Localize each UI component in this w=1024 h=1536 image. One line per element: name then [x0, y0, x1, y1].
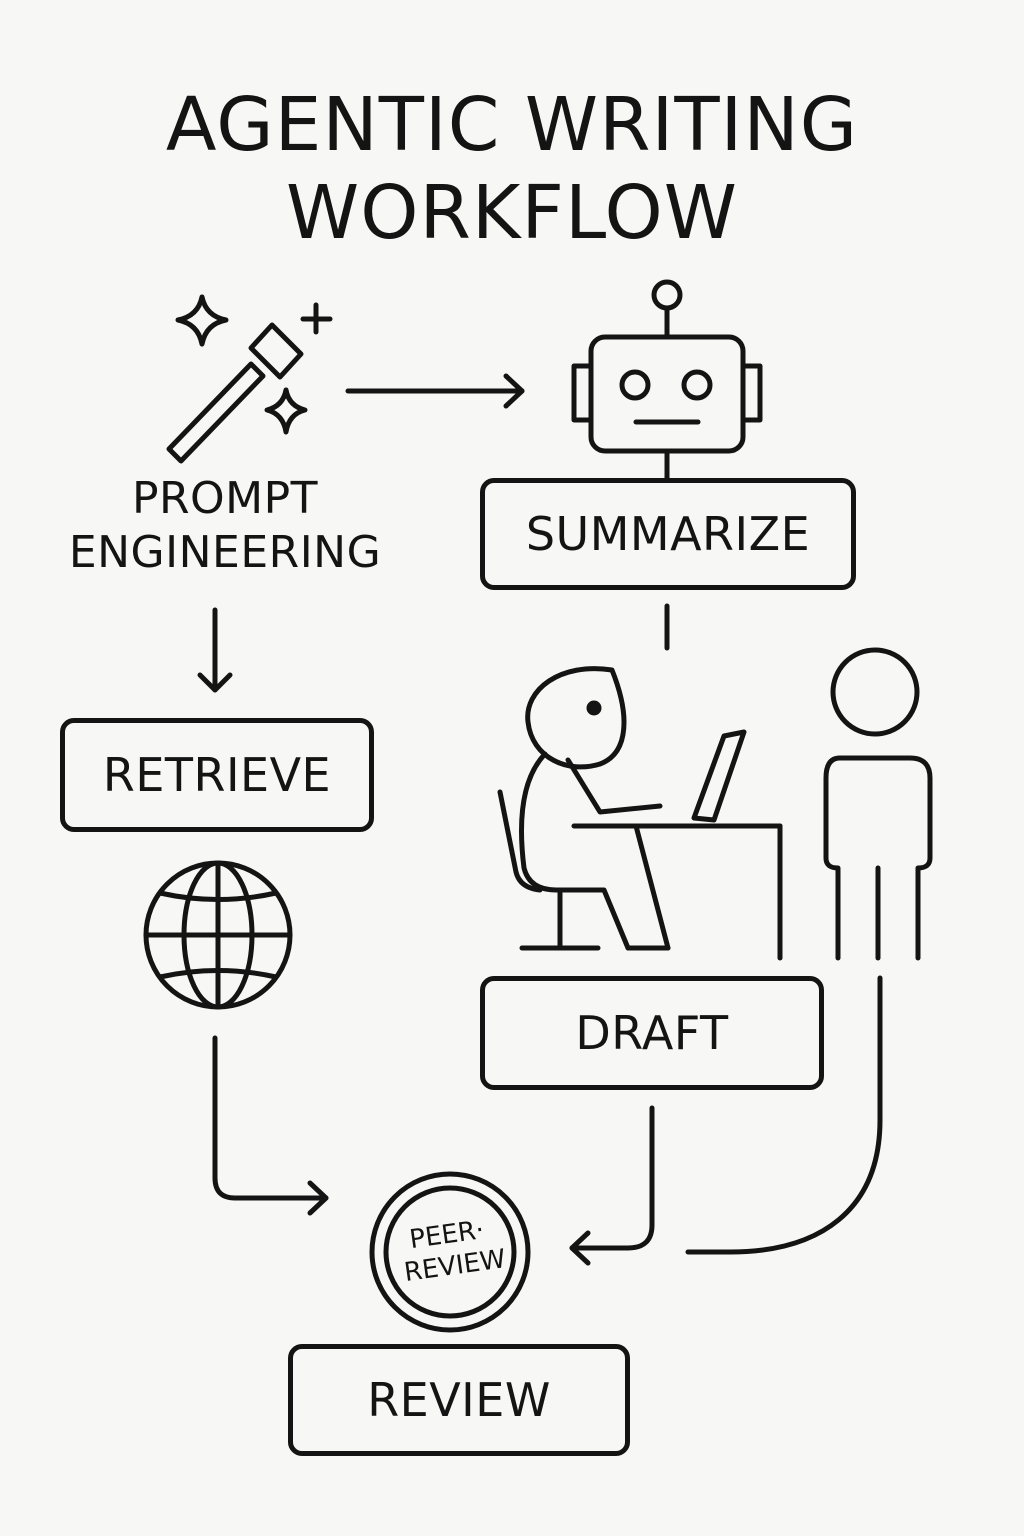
robot-icon [571, 279, 763, 481]
arrow-prompt-to-retrieve [197, 607, 233, 693]
standing-person-icon [823, 647, 933, 961]
arrow-prompt-to-summarize [345, 373, 525, 409]
prompt-engineering-label-line-1: PROMPT [131, 473, 319, 524]
arrow-retrieve-to-review [212, 1035, 329, 1216]
summarize-box[interactable]: SUMMARIZE [480, 478, 856, 590]
title-line-1: AGENTIC WRITING [165, 82, 859, 168]
person-at-laptop-icon [497, 666, 783, 961]
review-box[interactable]: REVIEW [288, 1344, 630, 1456]
prompt-engineering-label: PROMPT ENGINEERING [40, 472, 410, 579]
arrow-draft-to-review [569, 1105, 655, 1266]
retrieve-box[interactable]: RETRIEVE [60, 718, 374, 832]
curve-person-to-review [685, 975, 883, 1255]
title-line-2: WORKFLOW [286, 170, 738, 256]
prompt-engineering-label-line-2: ENGINEERING [68, 526, 382, 578]
globe-icon [143, 860, 293, 1010]
magic-wand-icon [166, 294, 333, 464]
draft-box[interactable]: DRAFT [480, 976, 824, 1090]
peer-review-stamp-icon: PEER· REVIEW [369, 1171, 531, 1333]
